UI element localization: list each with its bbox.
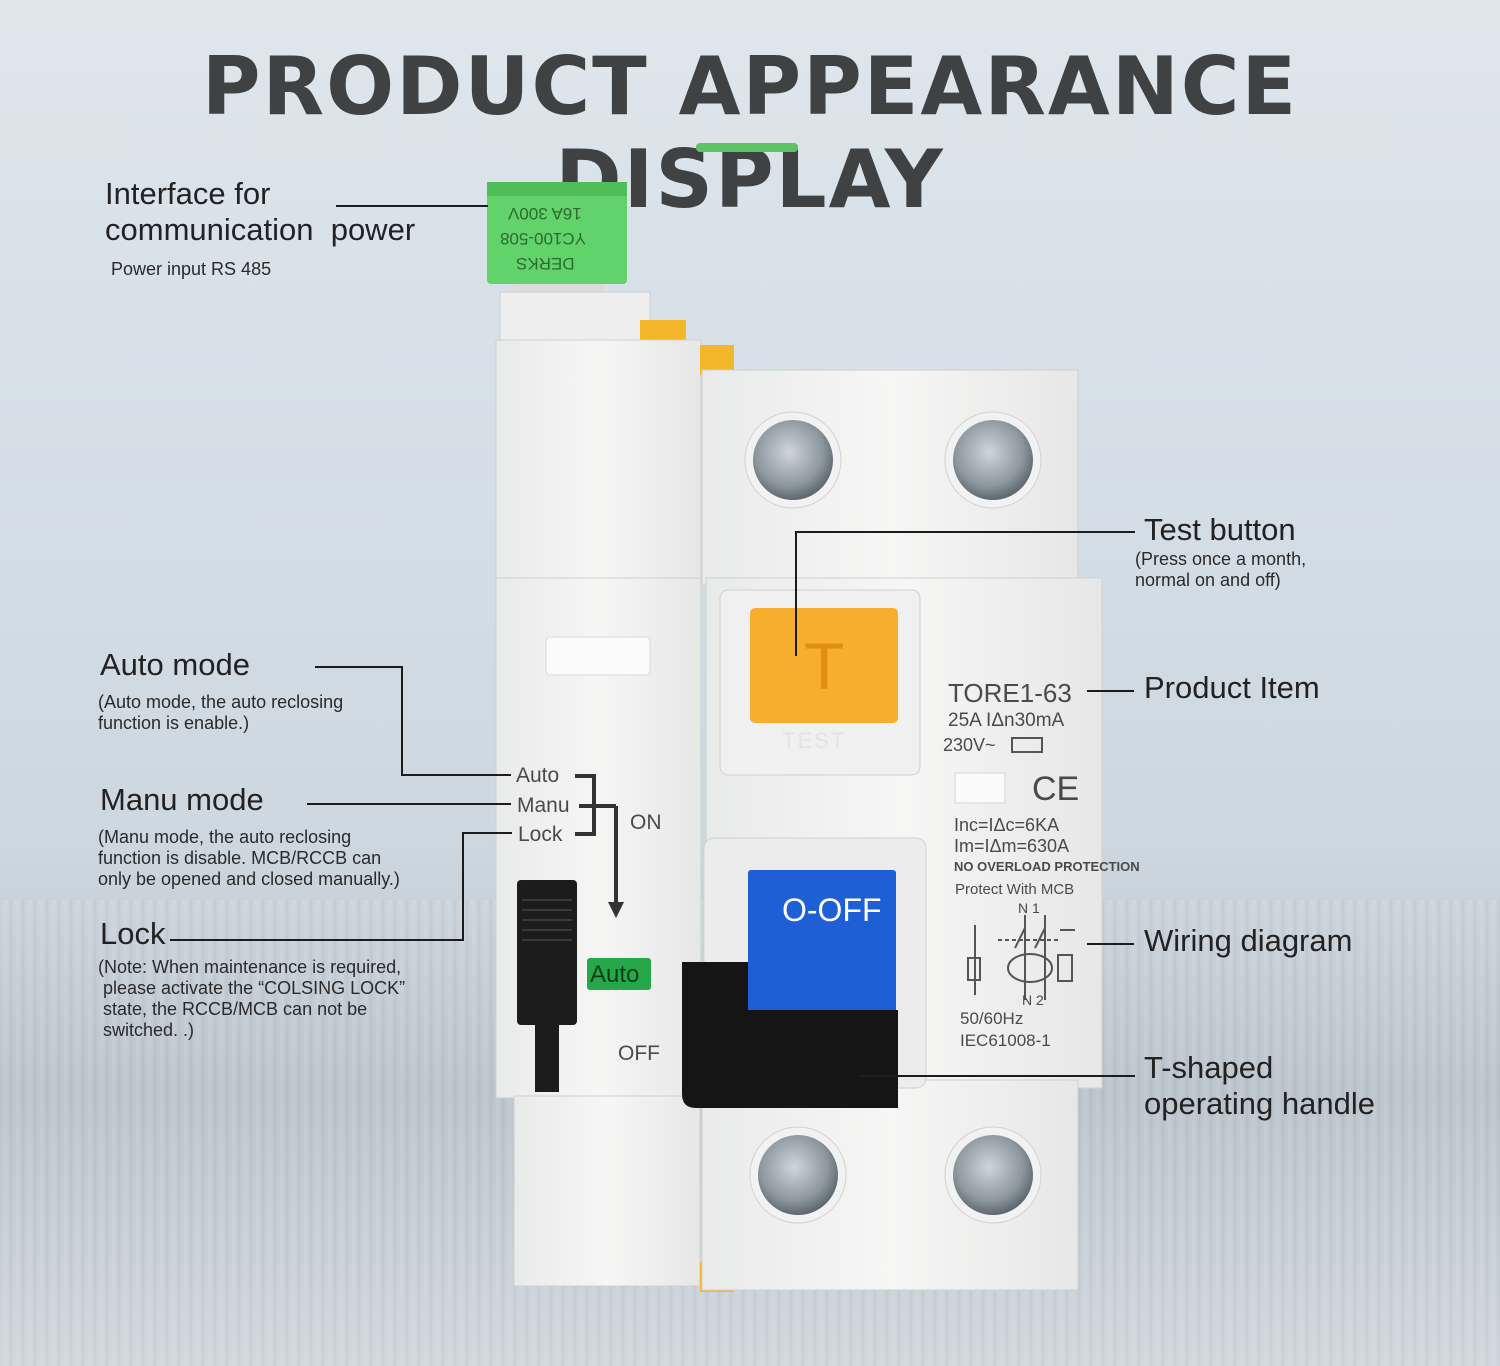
title-underline — [696, 143, 798, 152]
wiring-diagram-leader — [1087, 943, 1134, 945]
handle-label-line1: T-shaped — [1144, 1050, 1274, 1085]
manu-mode-leader — [307, 803, 511, 805]
spec-frequency: 50/60Hz — [960, 1009, 1024, 1028]
wiring-diagram-symbol — [967, 915, 1075, 1000]
lock-leader-h1 — [170, 939, 463, 941]
auto-tag: Auto — [590, 961, 640, 988]
auto-mode-leader-h1 — [315, 666, 402, 668]
lock-sub: (Note: When maintenance is required, ple… — [98, 957, 406, 1040]
product-item-leader — [1087, 690, 1134, 692]
rccb-module — [682, 369, 1103, 1291]
spec-voltage: 230V~ — [943, 735, 996, 755]
spec-no-overload: NO OVERLOAD PROTECTION — [954, 859, 1140, 874]
ce-mark: CE — [1032, 770, 1080, 808]
switch-label-auto: Auto — [516, 764, 560, 787]
wiring-diagram-label: Wiring diagram — [1144, 923, 1353, 958]
auto-mode-leader-h2 — [401, 774, 511, 776]
test-button-sub: (Press once a month, normal on and off) — [1135, 549, 1307, 590]
handle-off-label: O-OFF — [782, 892, 882, 928]
spec-inc: Inc=IΔc=6KA — [954, 815, 1060, 835]
interface-leader — [336, 205, 488, 207]
interface-sub: Power input RS 485 — [111, 259, 272, 279]
lock-slider — [517, 880, 577, 1092]
spec-im: Im=IΔm=630A — [954, 836, 1070, 856]
auto-mode-sub: (Auto mode, the auto reclosing function … — [98, 692, 344, 733]
switch-label-off: OFF — [618, 1042, 660, 1065]
product-item-label: Product Item — [1144, 670, 1320, 705]
auto-mode-label: Auto mode — [100, 647, 250, 682]
rs485-connector — [487, 182, 627, 296]
spec-model: TORE1-63 — [948, 678, 1072, 708]
connector-text-model: YC100-508 — [500, 229, 587, 248]
spec-n1: N 1 — [1018, 900, 1040, 916]
test-button-leader-h — [795, 531, 1135, 533]
manu-mode-sub: (Manu mode, the auto reclosing function … — [98, 827, 400, 889]
test-button-leader-v — [795, 531, 797, 656]
manu-mode-label: Manu mode — [100, 782, 264, 817]
handle-label-line2: operating handle — [1144, 1086, 1375, 1121]
ac-symbol — [1011, 737, 1043, 753]
arrow-down-icon — [608, 902, 624, 918]
test-button-label: Test button — [1144, 512, 1296, 547]
handle-leader — [858, 1075, 1135, 1077]
spec-protect: Protect With MCB — [955, 881, 1075, 898]
switch-label-on: ON — [630, 811, 662, 834]
connector-text-rating: 16A 300V — [508, 204, 582, 223]
auto-mode-leader-v — [401, 666, 403, 776]
auto-tag-bg — [587, 958, 651, 990]
interface-label-line1: Interface for — [105, 176, 271, 211]
interface-label-line2: communication power — [105, 212, 416, 247]
test-key-letter: T — [804, 629, 845, 703]
lock-leader-v — [462, 832, 464, 941]
test-caption: TEST — [782, 728, 847, 753]
t-handle — [682, 962, 898, 1108]
spec-standard: IEC61008-1 — [960, 1031, 1051, 1050]
recloser-module — [495, 339, 734, 1292]
switch-label-manu: Manu — [517, 794, 570, 817]
switch-label-lock: Lock — [518, 823, 563, 846]
test-button-face — [750, 608, 898, 723]
spec-n2: N 2 — [1022, 992, 1044, 1008]
lock-label: Lock — [100, 916, 166, 951]
spec-rating: 25A IΔn30mA — [948, 710, 1065, 731]
lock-leader-h2 — [462, 832, 512, 834]
connector-text-brand: DERKS — [516, 254, 575, 273]
mode-selector-marks — [575, 774, 618, 905]
handle-blue-face — [748, 870, 896, 1010]
